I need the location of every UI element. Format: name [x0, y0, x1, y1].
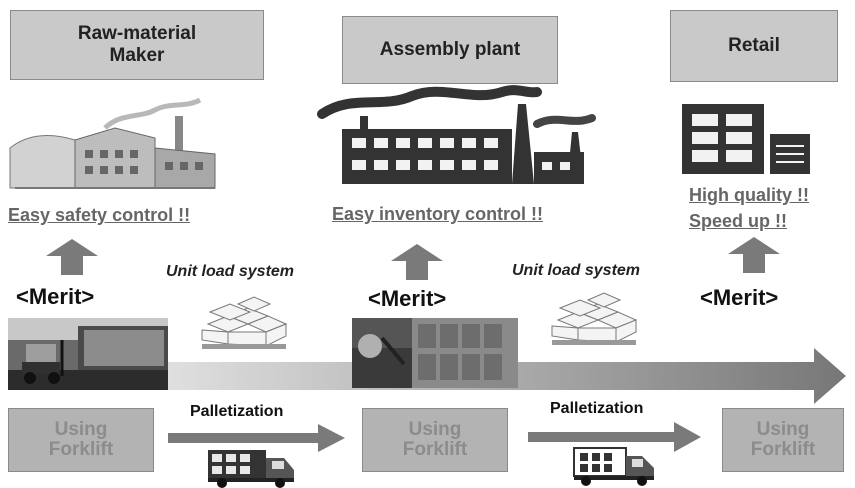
palletization-arrow-icon — [528, 422, 701, 452]
stage-title-retail: Retail — [728, 35, 780, 57]
stage-box-assembly-plant: Assembly plant — [342, 16, 558, 84]
merit-label-raw: <Merit> — [16, 284, 95, 309]
forklift-box-1: Using Forklift — [8, 408, 154, 472]
forklift-label: Using Forklift — [48, 419, 114, 460]
forklift-loading-photo — [8, 318, 168, 390]
merit-label-assembly: <Merit> — [368, 286, 447, 311]
retail-building-icon — [682, 104, 810, 174]
pallet-boxes-icon — [551, 292, 638, 345]
unit-load-label-2: Unit load system — [512, 262, 641, 279]
unit-load-label-1: Unit load system — [166, 263, 295, 280]
merit-text-assembly: Easy inventory control !! — [332, 204, 544, 224]
stage-box-retail: Retail — [670, 10, 838, 82]
merit-text-retail-2: Speed up !! — [689, 211, 787, 231]
stage-title-raw: Raw-material Maker — [77, 23, 197, 66]
assembly-plant-factory-icon — [317, 85, 596, 184]
forklift-label: Using Forklift — [750, 419, 816, 460]
palletization-label-1: Palletization — [190, 403, 284, 420]
raw-material-factory-icon — [9, 97, 216, 189]
up-arrow-icon — [391, 244, 443, 280]
warehouse-forklift-photo — [352, 318, 518, 388]
merit-text-raw: Easy safety control !! — [8, 205, 191, 225]
truck-icon — [573, 447, 654, 486]
forklift-label: Using Forklift — [402, 419, 468, 460]
up-arrow-icon — [46, 239, 98, 275]
up-arrow-icon — [728, 237, 780, 273]
stage-title-assembly: Assembly plant — [379, 39, 521, 61]
merit-label-retail: <Merit> — [700, 285, 779, 310]
pallet-boxes-icon — [201, 296, 288, 349]
forklift-box-2: Using Forklift — [362, 408, 508, 472]
palletization-label-2: Palletization — [550, 400, 644, 417]
merit-text-retail-1: High quality !! — [689, 185, 809, 205]
forklift-box-3: Using Forklift — [722, 408, 844, 472]
truck-icon — [208, 450, 294, 488]
palletization-arrow-icon — [168, 424, 345, 452]
stage-box-raw-material-maker: Raw-material Maker — [10, 10, 264, 80]
